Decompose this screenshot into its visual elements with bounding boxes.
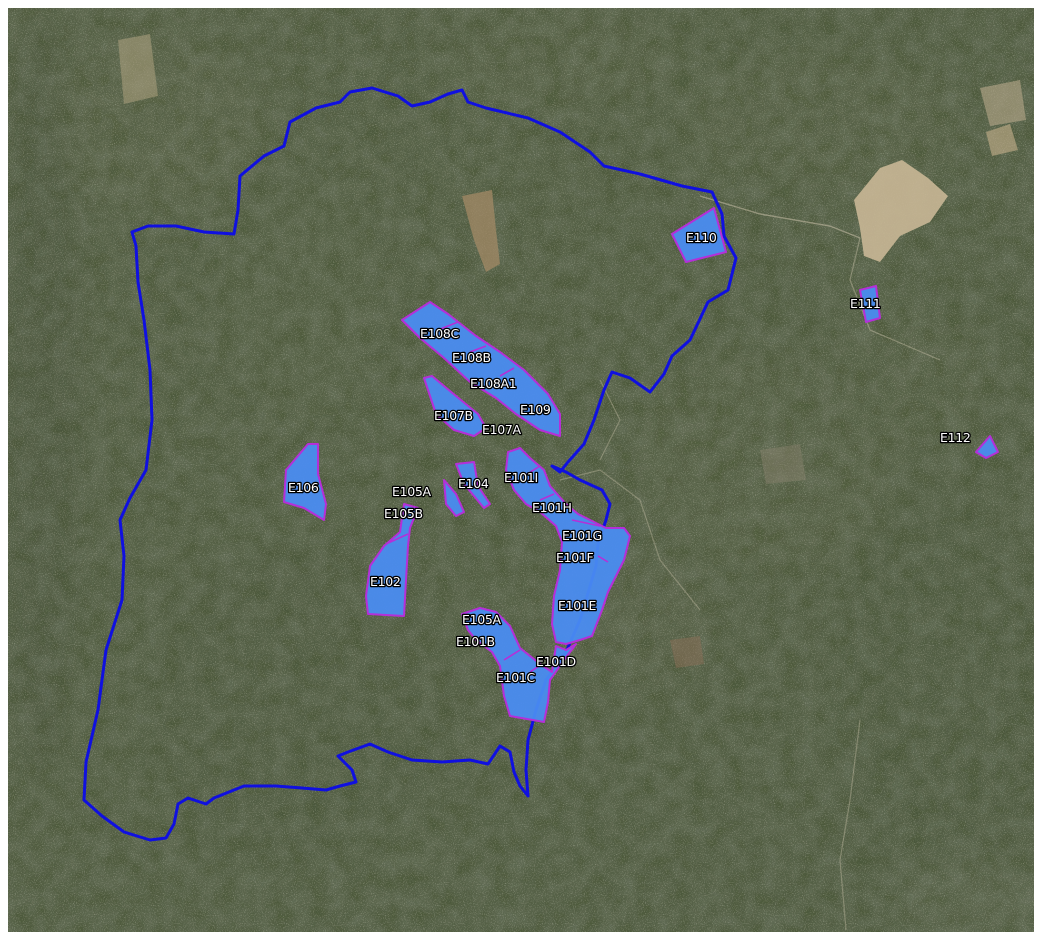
parcel-label: E105A	[462, 612, 502, 627]
parcel-label: E108B	[452, 350, 491, 365]
parcel-e104b[interactable]	[443, 479, 465, 517]
parcel-label: E101I	[504, 470, 538, 485]
parcel-label: E106	[288, 480, 319, 495]
parcel-e107[interactable]	[423, 375, 487, 437]
parcel-label: E108C	[420, 326, 460, 341]
parcel-e106[interactable]	[283, 443, 327, 521]
parcel-label: E107B	[434, 408, 473, 423]
study-area-boundary	[82, 86, 738, 842]
parcel-label: E105A	[392, 484, 432, 499]
parcel-label: E102	[370, 574, 401, 589]
parcel-e101-south[interactable]	[461, 607, 577, 723]
parcel-label: E101G	[562, 528, 602, 543]
parcel-layer	[283, 207, 999, 723]
parcel-label: E108A1	[470, 376, 516, 391]
parcel-e104a[interactable]	[455, 461, 491, 509]
parcel-e111[interactable]	[859, 285, 881, 323]
parcel-e101-north[interactable]	[505, 447, 631, 645]
parcel-label: E104	[458, 476, 489, 491]
parcel-label: E101D	[536, 654, 576, 669]
parcel-label: E101E	[558, 598, 597, 613]
parcel-label: E107A	[482, 422, 522, 437]
parcel-labels: E110 E111 E112 E108C E108B E108A1 E109 E…	[287, 229, 972, 687]
parcel-label: E111	[850, 296, 881, 311]
parcel-label: E109	[520, 402, 551, 417]
parcel-label: E101H	[532, 500, 572, 515]
parcel-e112[interactable]	[975, 435, 999, 459]
map-view[interactable]: E110 E111 E112 E108C E108B E108A1 E109 E…	[8, 8, 1034, 932]
parcel-label: E110	[686, 230, 717, 245]
parcel-label: E101B	[456, 634, 495, 649]
parcel-e108-e109[interactable]	[401, 301, 561, 437]
parcel-label: E101F	[556, 550, 594, 565]
parcel-label: E112	[940, 430, 971, 445]
parcel-label: E105B	[384, 506, 423, 521]
map-canvas[interactable]: E110 E111 E112 E108C E108B E108A1 E109 E…	[8, 8, 1034, 932]
parcel-e110[interactable]	[671, 207, 727, 263]
parcel-label: E101C	[496, 670, 536, 685]
